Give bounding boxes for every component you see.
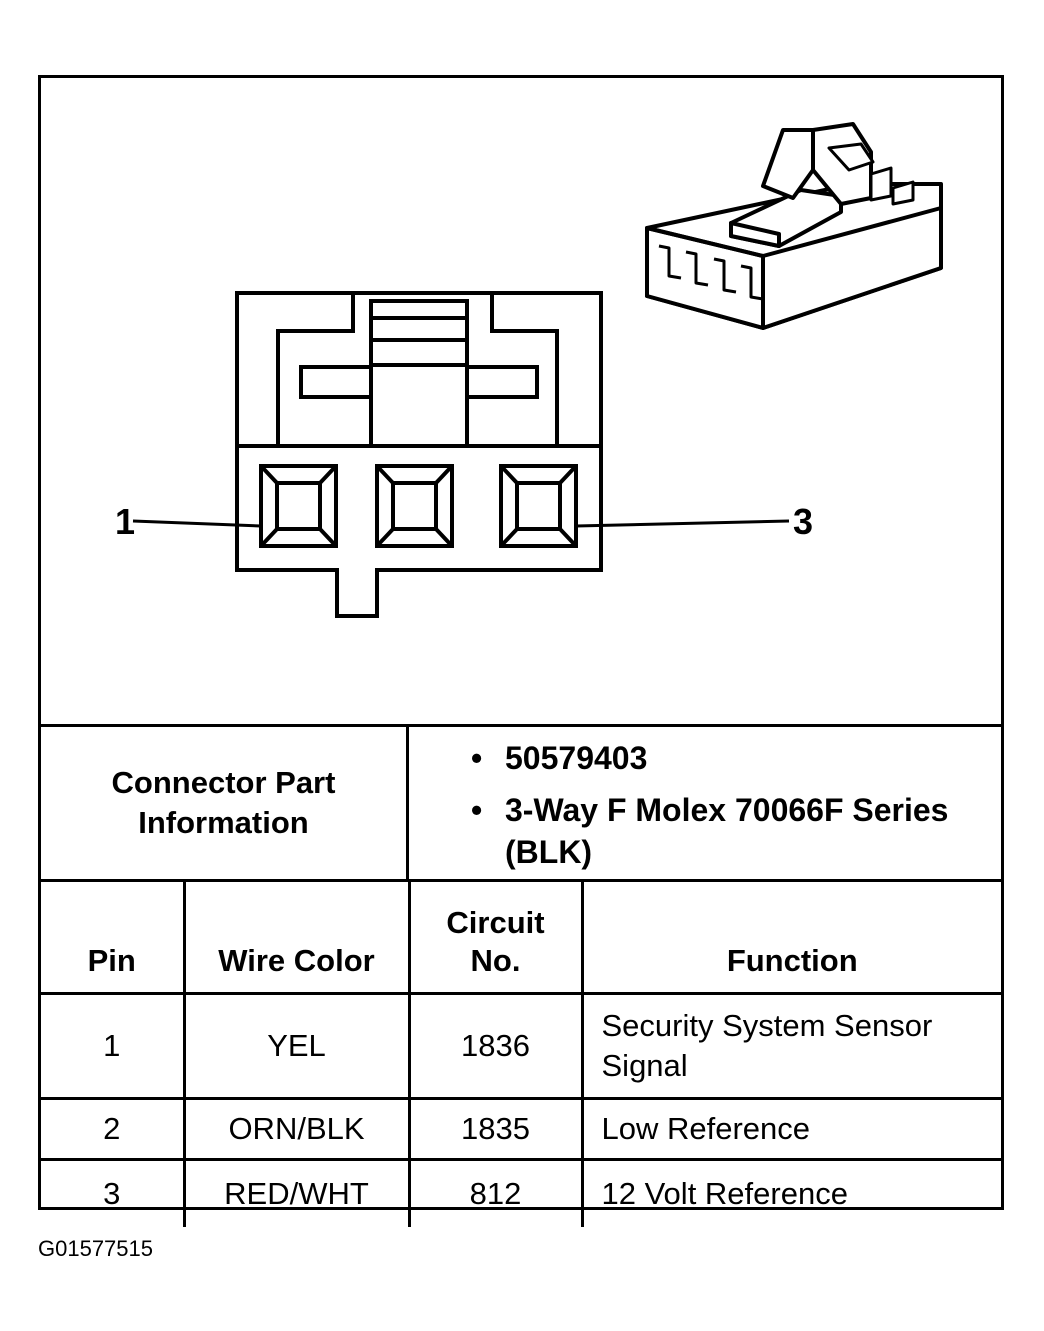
- pin-3-leader: [575, 519, 790, 528]
- pin-1-callout: 1: [115, 501, 136, 542]
- connector-body-outline: [235, 291, 603, 618]
- pin-function: Low Reference: [580, 1097, 1001, 1161]
- circuit-number: 1835: [407, 1097, 584, 1161]
- pin-table: Pin Wire Color Circuit No. Function 1 YE…: [41, 879, 1001, 1227]
- connector-face-drawing: [132, 122, 943, 618]
- connector-diagram: 1 3: [41, 78, 1001, 724]
- terminal-cavity-3: [499, 464, 578, 548]
- pin-3-callout: 3: [793, 501, 814, 542]
- pin-number: 2: [41, 1097, 186, 1161]
- latch-frame-left: [276, 293, 355, 446]
- figure-id: G01577515: [38, 1236, 153, 1261]
- connector-description: 3-Way F Molex 70066F Series (BLK): [409, 789, 1001, 873]
- pin-table-header: Pin Wire Color Circuit No. Function: [41, 879, 1001, 995]
- wire-color: YEL: [182, 992, 411, 1100]
- pin-number: 1: [41, 992, 186, 1100]
- pin-1-leader: [132, 519, 262, 528]
- circuit-number: 812: [407, 1158, 584, 1227]
- header-pin: Pin: [41, 879, 186, 995]
- header-wire-color: Wire Color: [182, 879, 411, 995]
- header-circuit-no: Circuit No.: [407, 879, 584, 995]
- table-row: 1 YEL 1836 Security System Sensor Signal: [41, 992, 1001, 1100]
- table-row: 2 ORN/BLK 1835 Low Reference: [41, 1097, 1001, 1161]
- wire-color: RED/WHT: [182, 1158, 411, 1227]
- header-function: Function: [580, 879, 1001, 995]
- terminal-cavity-1: [259, 464, 338, 548]
- circuit-number: 1836: [407, 992, 584, 1100]
- table-row: 3 RED/WHT 812 12 Volt Reference: [41, 1158, 1001, 1227]
- connector-sheet: 1 3 Connector Part Information 50579403 …: [38, 75, 1004, 1227]
- part-info-list: 50579403 3-Way F Molex 70066F Series (BL…: [409, 727, 1001, 889]
- connector-isometric-view: [645, 122, 943, 330]
- pin-function: Security System Sensor Signal: [580, 992, 1001, 1100]
- part-info-label-cell: Connector Part Information: [41, 727, 409, 879]
- latch-arm-left: [299, 365, 373, 399]
- terminal-cavity-2: [375, 464, 454, 548]
- pin-number: 3: [41, 1158, 186, 1227]
- part-info-label: Connector Part Information: [111, 765, 336, 840]
- latch-arm-right: [465, 365, 539, 399]
- pin-function: 12 Volt Reference: [580, 1158, 1001, 1227]
- latch-body: [369, 299, 469, 448]
- latch-frame-right: [490, 293, 559, 446]
- connector-part-information: Connector Part Information 50579403 3-Wa…: [41, 724, 1001, 879]
- wire-color: ORN/BLK: [182, 1097, 411, 1161]
- part-number: 50579403: [409, 737, 1001, 779]
